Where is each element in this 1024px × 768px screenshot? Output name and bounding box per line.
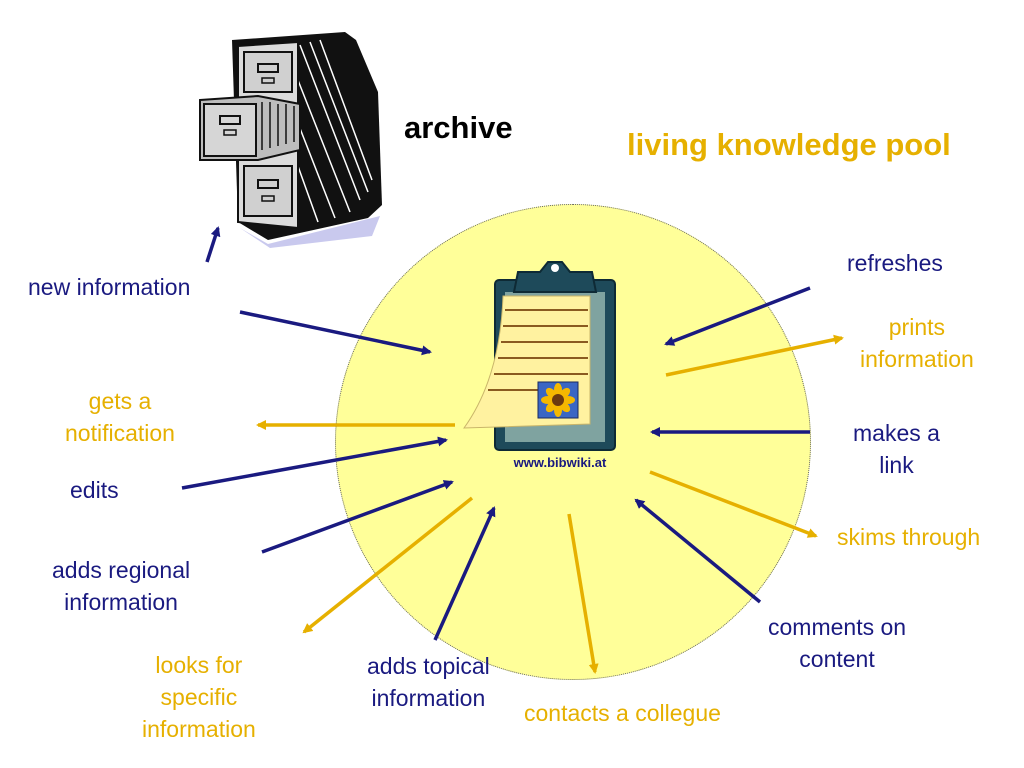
arrow-skims-through bbox=[649, 470, 818, 538]
arrow-new-information bbox=[239, 310, 432, 356]
sunflower-icon bbox=[537, 381, 579, 419]
label-refreshes: refreshes bbox=[847, 250, 943, 276]
site-url: www.bibwiki.at bbox=[513, 455, 607, 470]
arrow-contacts-collegue bbox=[567, 513, 599, 674]
archive-title: archive bbox=[404, 110, 513, 145]
label-adds-regional: adds regional information bbox=[52, 557, 191, 615]
arrow-edits bbox=[181, 436, 448, 490]
arrow-looks-for bbox=[302, 496, 474, 634]
arrow-comments-on bbox=[634, 498, 762, 604]
label-comments-on: comments on content bbox=[768, 614, 907, 672]
label-gets-notification: gets a notification bbox=[65, 388, 175, 446]
label-new-information: new information bbox=[28, 274, 191, 300]
label-adds-topical: adds topical information bbox=[367, 653, 490, 711]
arrow-prints-information bbox=[665, 334, 844, 377]
label-contacts-collegue: contacts a collegue bbox=[524, 700, 721, 726]
arrow-adds-regional bbox=[261, 480, 454, 554]
arrow-refreshes bbox=[664, 286, 811, 346]
arrow-to-archive bbox=[205, 226, 221, 263]
label-skims-through: skims through bbox=[837, 524, 981, 550]
label-prints-information: prints information bbox=[860, 314, 974, 372]
label-makes-link: makes a link bbox=[853, 420, 940, 478]
label-looks-for: looks for specific information bbox=[142, 652, 256, 742]
pool-title: living knowledge pool bbox=[627, 127, 951, 162]
label-edits: edits bbox=[70, 477, 119, 503]
arrow-adds-topical bbox=[433, 506, 496, 641]
